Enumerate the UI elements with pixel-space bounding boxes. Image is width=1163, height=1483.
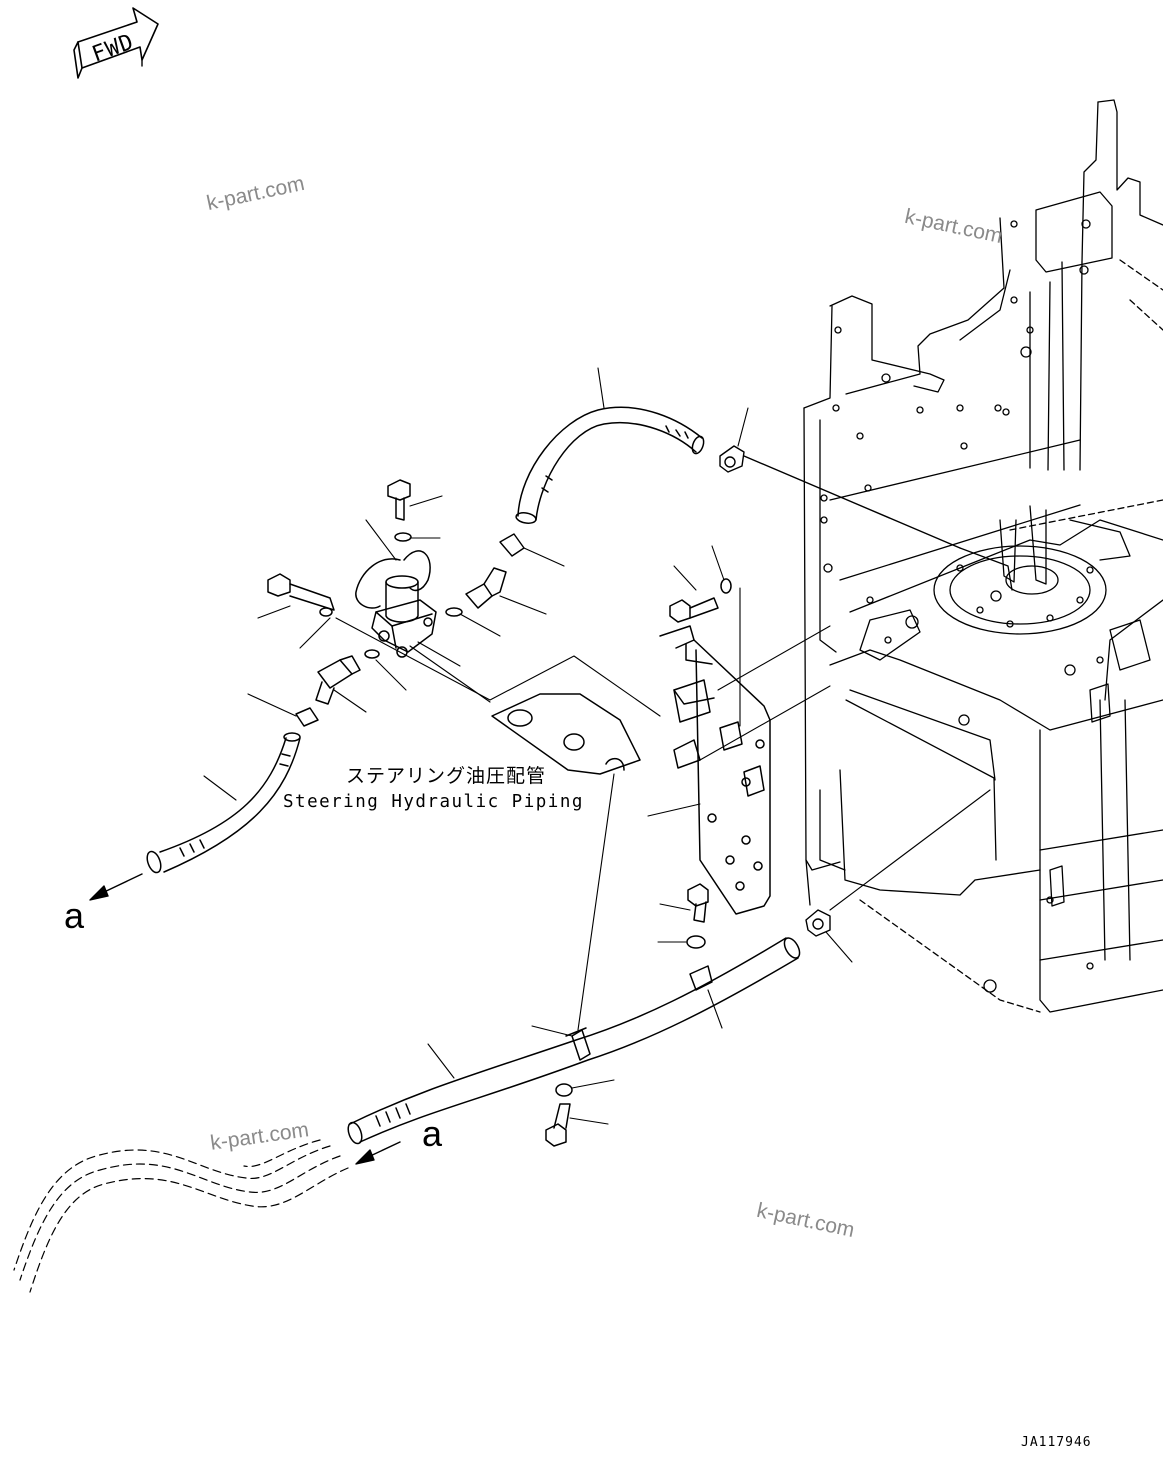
hose-clamp-upper (720, 446, 960, 548)
arrow-a-lower (356, 1142, 400, 1164)
arrow-a-upper (90, 874, 142, 900)
plate-bolts (546, 579, 731, 1146)
left-hose (145, 733, 300, 874)
existing-pipe-dashed (14, 1140, 348, 1292)
leader-lines (204, 368, 990, 1124)
diagram-title-japanese: ステアリング油圧配管 (346, 765, 547, 787)
fwd-arrow-icon (74, 8, 158, 78)
hose-clamp-lower (806, 910, 830, 936)
diagram-title-english: Steering Hydraulic Piping (283, 792, 584, 812)
hose-fitting-small (500, 534, 524, 556)
upper-hose (515, 407, 705, 524)
mounting-plate (492, 626, 770, 914)
solenoid-valve-assembly (268, 480, 506, 726)
reference-mark-a: a (64, 895, 85, 936)
drawing-code: JA117946 (1021, 1435, 1092, 1450)
reference-mark-a: a (422, 1113, 443, 1154)
lower-hose (346, 935, 803, 1145)
machine-frame (804, 100, 1163, 1012)
